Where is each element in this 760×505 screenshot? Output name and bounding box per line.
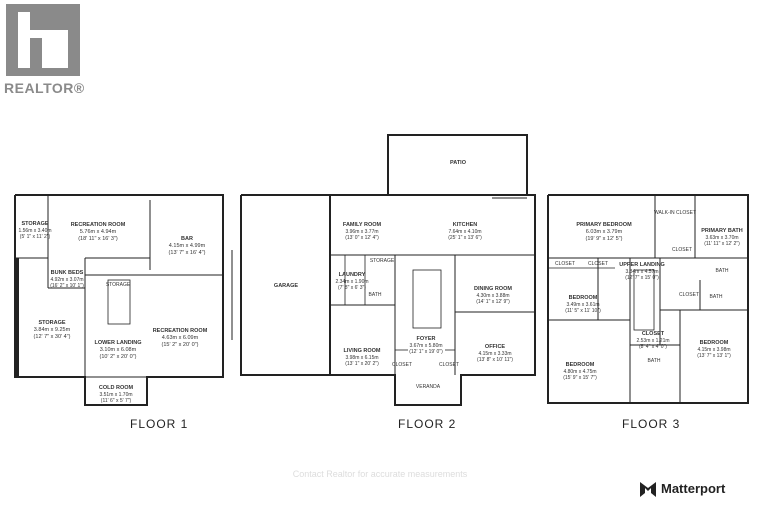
area-veranda: VERANDA [415, 384, 441, 390]
room-closet-v2: CLOSET [438, 362, 460, 368]
room-walk-in-closet: WALK-IN CLOSET [653, 210, 697, 216]
floor-1-caption: FLOOR 1 [130, 417, 189, 431]
floor-2-plan [231, 134, 536, 406]
room-closet-v1: CLOSET [391, 362, 413, 368]
room-closet-3a: CLOSET [671, 247, 693, 253]
area-patio: PATIO [450, 160, 466, 166]
room-storage-f2: STORAGE [369, 258, 395, 264]
matterport-logo: Matterport [640, 479, 725, 497]
room-storage-tiny: STORAGE [105, 282, 131, 288]
floor-3-plan [547, 194, 749, 404]
room-bath-f2: BATH [368, 292, 382, 298]
room-bath-3b: BATH [709, 294, 723, 300]
room-closet-3b: CLOSET [554, 261, 576, 267]
watermark-text: Contact Realtor for accurate measurement… [292, 469, 468, 479]
room-closet-3d: CLOSET [678, 292, 700, 298]
realtor-logo: REALTOR® [2, 2, 84, 98]
room-bath-3c: BATH [647, 358, 661, 364]
room-garage: GARAGE [273, 283, 299, 289]
room-closet-3c: CLOSET [587, 261, 609, 267]
floor-2-caption: FLOOR 2 [398, 417, 457, 431]
matterport-icon [640, 482, 656, 497]
floor-1-plan [14, 194, 224, 406]
room-bath-3a: BATH [715, 268, 729, 274]
floor-3-caption: FLOOR 3 [622, 417, 681, 431]
